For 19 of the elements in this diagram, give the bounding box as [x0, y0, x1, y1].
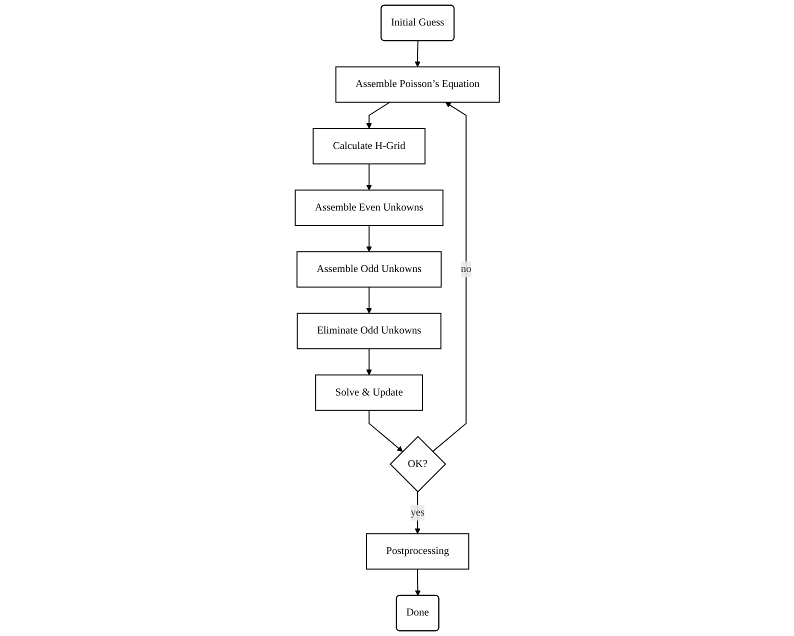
arrow — [366, 225, 372, 252]
arrow — [366, 286, 372, 314]
edge-label: yes — [410, 506, 424, 518]
node-diamond: OK? — [389, 436, 446, 492]
node-box: Calculate H-Grid — [312, 128, 426, 164]
arrow — [432, 102, 466, 452]
arrow — [414, 568, 420, 596]
node-box: Postprocessing — [366, 533, 469, 570]
node-box: Assemble Odd Unkowns — [296, 251, 442, 288]
node-box: Solve & Update — [314, 374, 423, 411]
arrow — [366, 102, 390, 129]
node-box: Assemble Even Unkowns — [294, 190, 444, 226]
node-box: Eliminate Odd Unkowns — [296, 312, 442, 350]
node-box: Assemble Poisson’s Equation — [335, 66, 500, 103]
arrow — [366, 348, 372, 376]
arrow — [366, 163, 372, 190]
edge-label: no — [460, 264, 472, 275]
arrow — [368, 410, 403, 452]
arrow — [414, 40, 420, 68]
